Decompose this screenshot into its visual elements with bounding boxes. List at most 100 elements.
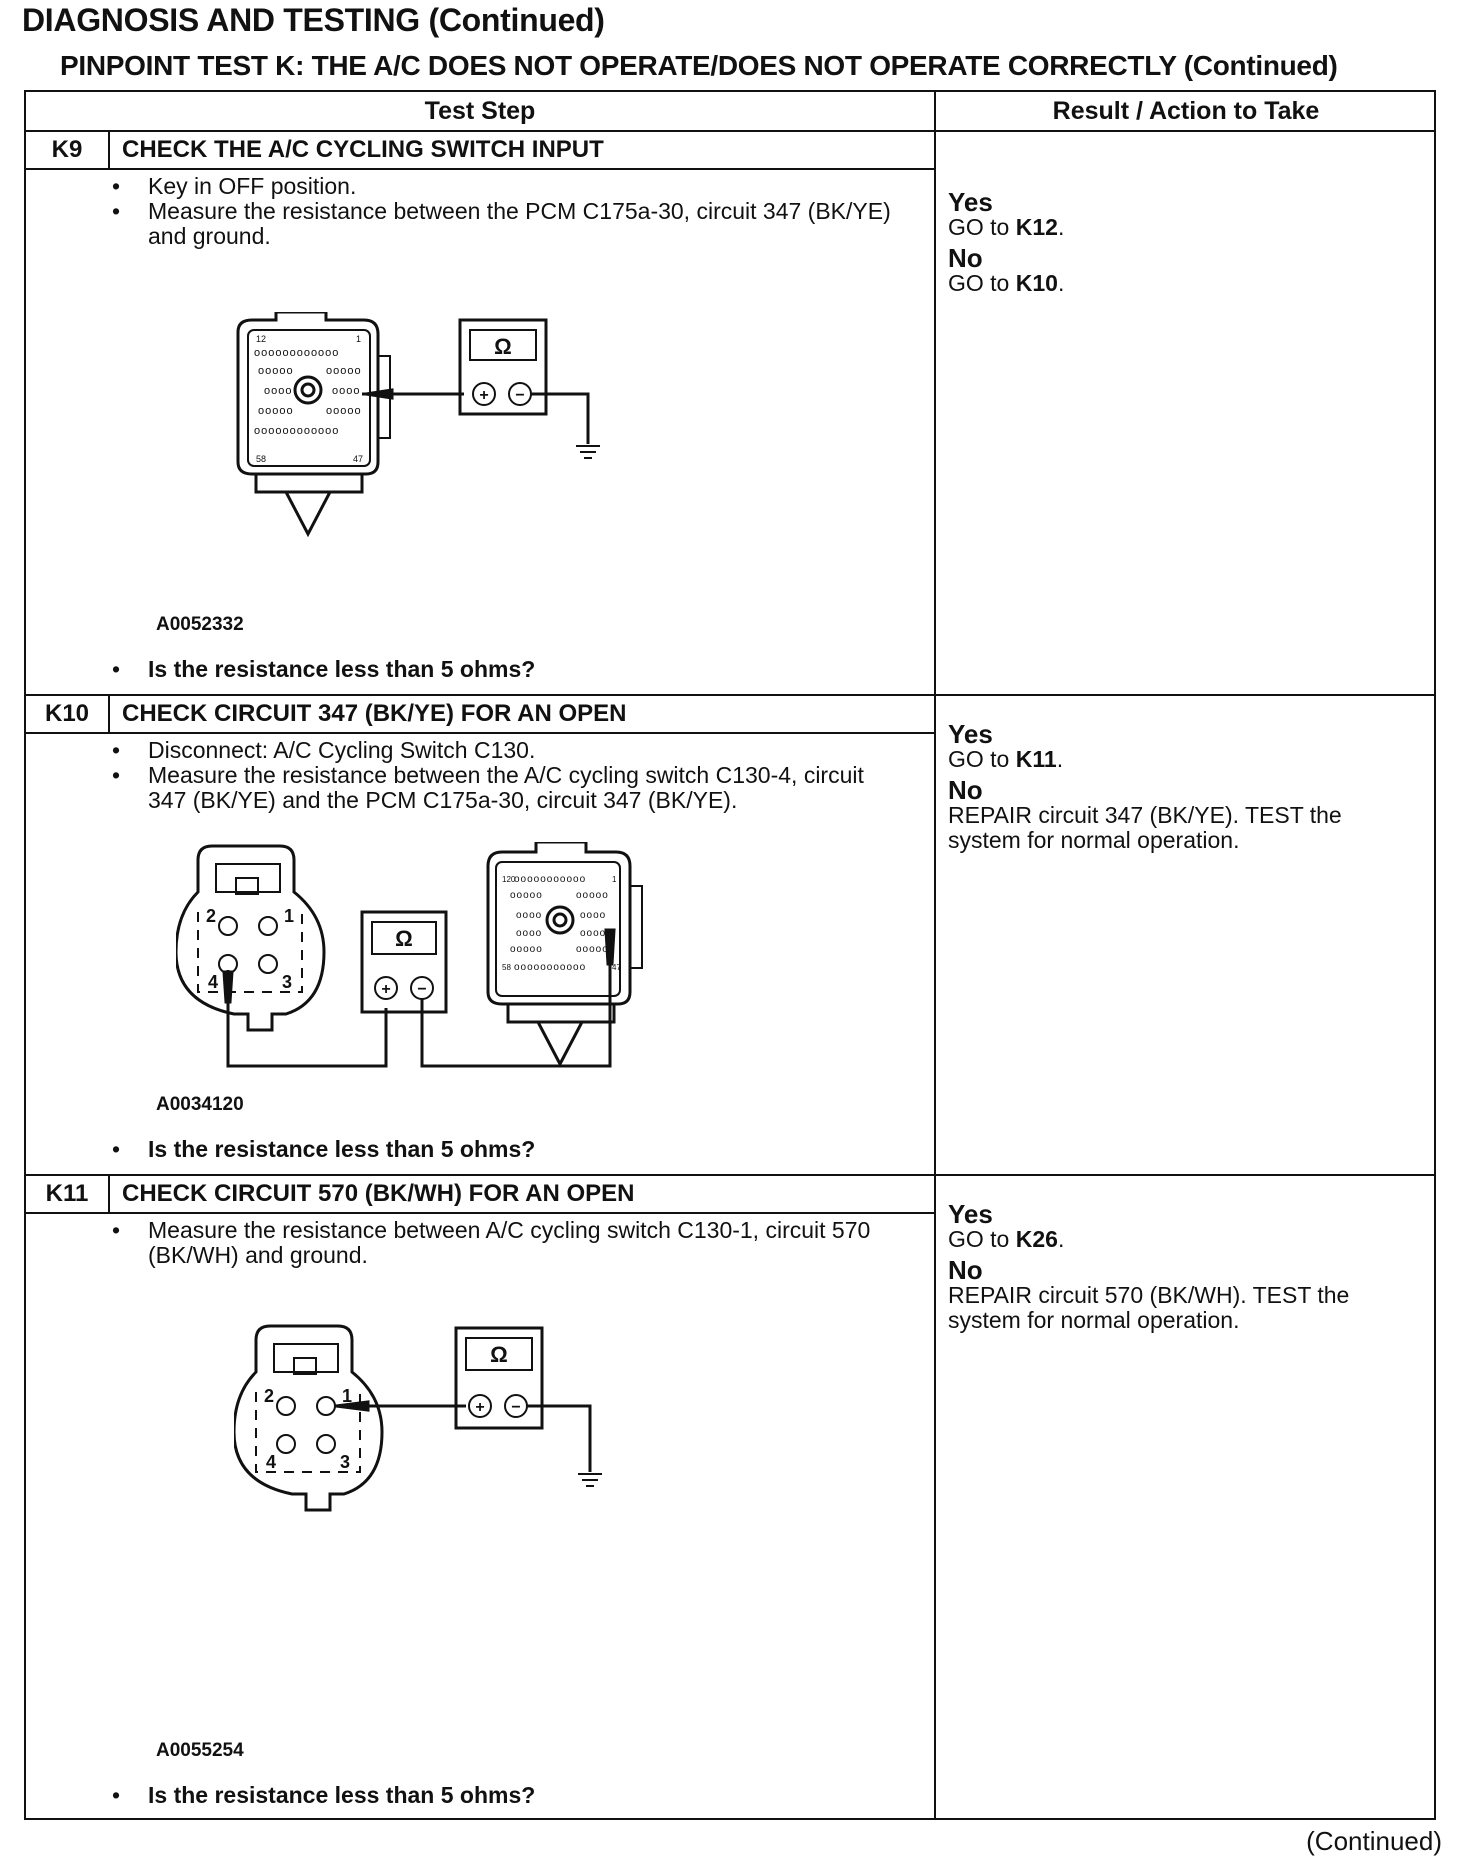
- svg-text:ooooooooooo: ooooooooooo: [514, 874, 586, 885]
- switch-pin-4: [276, 1434, 296, 1454]
- divider: [26, 732, 934, 734]
- ohm-symbol: Ω: [490, 1342, 508, 1367]
- svg-text:ooooo: ooooo: [576, 944, 609, 955]
- svg-text:ooooo: ooooo: [258, 365, 294, 377]
- divider: [108, 696, 110, 732]
- switch-pin-3: [316, 1434, 336, 1454]
- pin-label: 3: [282, 972, 292, 992]
- svg-text:oooooooooooo: oooooooooooo: [254, 347, 339, 359]
- step-instructions: •Measure the resistance between A/C cycl…: [108, 1218, 908, 1268]
- connector-face: [247, 329, 371, 467]
- switch-pin-labels: 2 1 4 3: [264, 1386, 352, 1472]
- pin-label: 12: [256, 334, 266, 344]
- svg-text:oooo: oooo: [516, 928, 542, 939]
- switch-connector-body: [234, 1324, 384, 1512]
- switch-seal-outline: [255, 1392, 361, 1473]
- divider: [108, 132, 110, 168]
- result-yes-action: GO to K26.: [948, 1226, 1065, 1252]
- result-no-action: GO to K10.: [948, 270, 1065, 296]
- ground-lead: [531, 392, 590, 444]
- column-divider: [934, 92, 936, 1818]
- meter-display: [465, 1337, 533, 1371]
- ohm-symbol: Ω: [395, 926, 413, 951]
- connector-tab: [284, 491, 332, 538]
- plus-sign: +: [381, 981, 390, 998]
- svg-text:oooo: oooo: [516, 910, 542, 921]
- step-question: •Is the resistance less than 5 ohms?: [112, 656, 536, 682]
- step-instructions: •Disconnect: A/C Cycling Switch C130. •M…: [108, 738, 908, 813]
- question-text: Is the resistance less than 5 ohms?: [148, 1136, 536, 1162]
- pcm-connector-resistance-diagram: 12 1 58 47 oooooooooooo ooooo ooooo oooo…: [236, 312, 600, 538]
- instruction-item: •Measure the resistance between the PCM …: [112, 198, 891, 249]
- svg-text:oooo: oooo: [580, 910, 606, 921]
- center-bolt: [293, 375, 323, 405]
- result-actions: Yes GO to K11. No REPAIR circuit 347 (BK…: [948, 719, 1418, 853]
- goto-link-k26[interactable]: K26: [1015, 1226, 1058, 1252]
- goto-link-k11[interactable]: K11: [1015, 746, 1057, 772]
- meter-display: [469, 329, 537, 361]
- switch-connector-body: [176, 844, 326, 1032]
- switch-resistance-diagram: 2 1 4 3 Ω + −: [234, 1324, 602, 1512]
- goto-link-k12[interactable]: K12: [1015, 214, 1058, 240]
- switch-key: [235, 877, 259, 895]
- divider: [108, 1176, 110, 1212]
- test-step-k11: K11 CHECK CIRCUIT 570 (BK/WH) FOR AN OPE…: [26, 1174, 1434, 1820]
- pin-label: 3: [340, 1452, 350, 1472]
- switch-key: [293, 1357, 317, 1375]
- result-no-label: No: [948, 775, 983, 805]
- instruction-text: Measure the resistance between the A/C c…: [148, 762, 864, 813]
- continued-footer: (Continued): [1306, 1826, 1442, 1856]
- row-divider: [26, 1174, 1434, 1176]
- pin-label: 1: [342, 1386, 352, 1406]
- step-header: K10 CHECK CIRCUIT 347 (BK/YE) FOR AN OPE…: [26, 696, 934, 732]
- ground-lead: [527, 1404, 592, 1472]
- svg-text:ooooo: ooooo: [510, 944, 543, 955]
- switch-pin-3: [258, 954, 278, 974]
- header-divider: [26, 130, 1434, 132]
- probe-tip: [604, 928, 616, 966]
- ohmmeter: [458, 318, 548, 416]
- result-yes-label: Yes: [948, 187, 993, 217]
- pinpoint-test-title: PINPOINT TEST K: THE A/C DOES NOT OPERAT…: [60, 50, 1338, 81]
- divider: [26, 168, 934, 170]
- step-id: K11: [45, 1180, 89, 1207]
- plus-sign: +: [475, 1399, 484, 1416]
- instruction-item: •Key in OFF position.: [112, 173, 357, 199]
- connector-lock: [506, 1002, 616, 1024]
- svg-text:oooooooooooo: oooooooooooo: [254, 425, 339, 437]
- instruction-text: Measure the resistance between A/C cycli…: [148, 1217, 871, 1268]
- result-no-action: REPAIR circuit 347 (BK/YE). TEST the sys…: [948, 802, 1342, 853]
- instruction-text: Key in OFF position.: [148, 173, 357, 199]
- result-no-label: No: [948, 243, 983, 273]
- step-question: •Is the resistance less than 5 ohms?: [112, 1136, 536, 1162]
- result-yes-label: Yes: [948, 1199, 993, 1229]
- result-actions: Yes GO to K26. No REPAIR circuit 570 (BK…: [948, 1199, 1418, 1333]
- step-id: K10: [44, 700, 90, 727]
- ohm-symbol: Ω: [494, 334, 512, 359]
- figure-id: A0052332: [156, 614, 244, 635]
- step-title: CHECK CIRCUIT 570 (BK/WH) FOR AN OPEN: [122, 1180, 635, 1207]
- instruction-text: Measure the resistance between the PCM C…: [148, 198, 891, 249]
- question-text: Is the resistance less than 5 ohms?: [148, 656, 536, 682]
- switch-pin-1: [258, 916, 278, 936]
- connector-tab: [536, 1021, 584, 1068]
- test-lead: [226, 970, 388, 1068]
- pin-label: 4: [266, 1452, 276, 1472]
- svg-text:ooooo: ooooo: [258, 405, 294, 417]
- header-result-action: Result / Action to Take: [1052, 97, 1320, 125]
- step-instructions: •Key in OFF position. •Measure the resis…: [108, 174, 908, 249]
- svg-text:oooo: oooo: [580, 928, 606, 939]
- result-yes-label: Yes: [948, 719, 993, 749]
- pin-label: 47: [353, 454, 363, 464]
- step-header: K9 CHECK THE A/C CYCLING SWITCH INPUT: [26, 132, 934, 168]
- pcm-connector-body: [486, 842, 632, 1006]
- step-title: CHECK CIRCUIT 347 (BK/YE) FOR AN OPEN: [122, 700, 627, 727]
- pin-grid: 120 1 58 47 ooooooooooo ooooo ooooo oooo…: [502, 874, 621, 973]
- probe-tip: [222, 970, 234, 1004]
- test-step-k9: K9 CHECK THE A/C CYCLING SWITCH INPUT •K…: [26, 132, 1434, 694]
- switch-pin-2: [218, 916, 238, 936]
- goto-link-k10[interactable]: K10: [1015, 270, 1058, 296]
- switch-seal-outline: [197, 912, 303, 993]
- svg-text:oooo: oooo: [264, 385, 292, 397]
- result-no-label: No: [948, 1255, 983, 1285]
